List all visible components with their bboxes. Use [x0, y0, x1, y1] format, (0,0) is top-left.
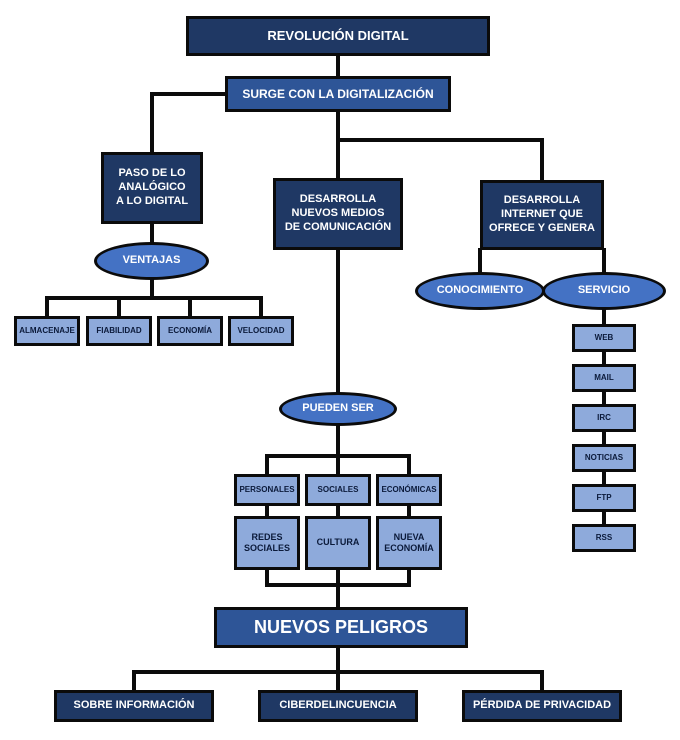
result-redes-sociales: REDES SOCIALES [234, 516, 300, 570]
category-economicas: ECONÓMICAS [376, 474, 442, 506]
service-irc: IRC [572, 404, 636, 432]
result-nueva-economia: NUEVA ECONOMÍA [376, 516, 442, 570]
danger-perdida-privacidad: PÉRDIDA DE PRIVACIDAD [462, 690, 622, 722]
advantage-fiabilidad: FIABILIDAD [86, 316, 152, 346]
service-rss: RSS [572, 524, 636, 552]
internet-box: DESARROLLA INTERNET QUE OFRECE Y GENERA [480, 180, 604, 250]
analog-to-digital-box: PASO DE LO ANALÓGICO A LO DIGITAL [101, 152, 203, 224]
pueden-ser-oval: PUEDEN SER [279, 392, 397, 426]
new-dangers-box: NUEVOS PELIGROS [214, 607, 468, 648]
new-media-box: DESARROLLA NUEVOS MEDIOS DE COMUNICACIÓN [273, 178, 403, 250]
origin-box: SURGE CON LA DIGITALIZACIÓN [225, 76, 451, 112]
service-noticias: NOTICIAS [572, 444, 636, 472]
service-ftp: FTP [572, 484, 636, 512]
service-mail: MAIL [572, 364, 636, 392]
category-sociales: SOCIALES [305, 474, 371, 506]
result-cultura: CULTURA [305, 516, 371, 570]
advantage-economia: ECONOMÍA [157, 316, 223, 346]
servicio-oval: SERVICIO [542, 272, 666, 310]
category-personales: PERSONALES [234, 474, 300, 506]
danger-sobre-informacion: SOBRE INFORMACIÓN [54, 690, 214, 722]
conocimiento-oval: CONOCIMIENTO [415, 272, 545, 310]
ventajas-oval: VENTAJAS [94, 242, 209, 280]
service-web: WEB [572, 324, 636, 352]
advantage-velocidad: VELOCIDAD [228, 316, 294, 346]
root-title-box: REVOLUCIÓN DIGITAL [186, 16, 490, 56]
danger-ciberdelincuencia: CIBERDELINCUENCIA [258, 690, 418, 722]
advantage-almacenaje: ALMACENAJE [14, 316, 80, 346]
